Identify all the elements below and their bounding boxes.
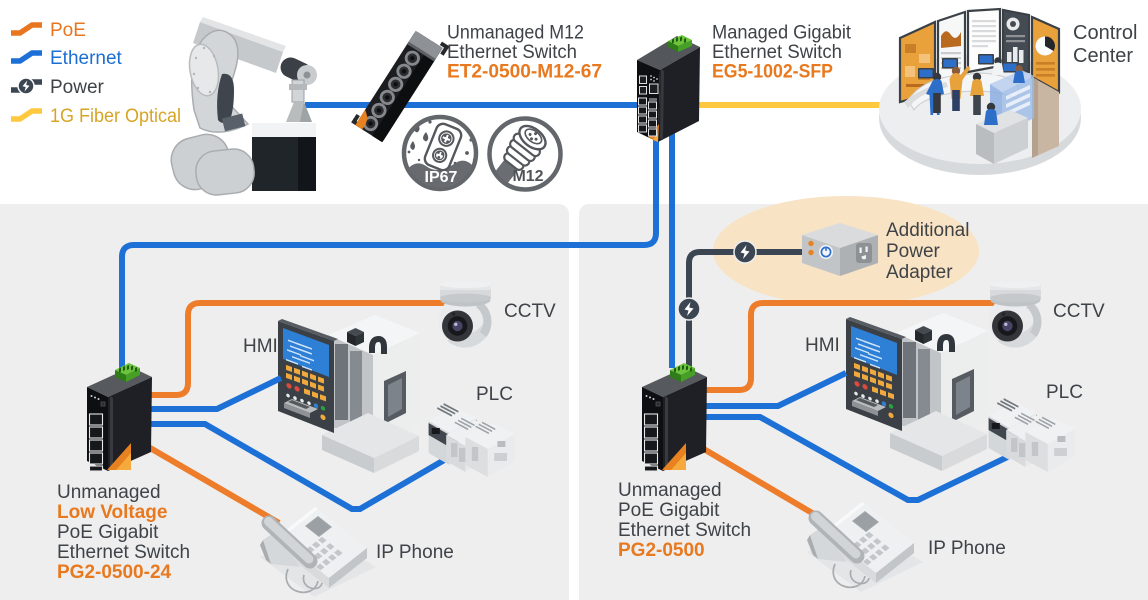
svg-text:PLC: PLC: [476, 384, 513, 405]
svg-text:IP Phone: IP Phone: [376, 542, 454, 563]
svg-text:Ethernet Switch: Ethernet Switch: [57, 542, 190, 563]
svg-text:Power: Power: [50, 77, 105, 98]
svg-text:Additional: Additional: [886, 220, 969, 241]
svg-text:PG2-0500: PG2-0500: [618, 540, 705, 561]
svg-text:Control: Control: [1073, 22, 1137, 44]
svg-text:IP67: IP67: [425, 169, 458, 186]
svg-text:Unmanaged M12: Unmanaged M12: [447, 23, 584, 44]
svg-text:PG2-0500-24: PG2-0500-24: [57, 562, 172, 583]
svg-text:Center: Center: [1073, 45, 1133, 67]
svg-text:PLC: PLC: [1046, 382, 1083, 403]
svg-text:PoE Gigabit: PoE Gigabit: [618, 500, 720, 521]
svg-text:CCTV: CCTV: [1053, 301, 1105, 322]
svg-text:Ethernet Switch: Ethernet Switch: [447, 42, 577, 63]
svg-text:HMI: HMI: [805, 335, 840, 356]
svg-text:PoE Gigabit: PoE Gigabit: [57, 522, 159, 543]
svg-text:PoE: PoE: [50, 20, 86, 41]
svg-text:EG5-1002-SFP: EG5-1002-SFP: [712, 62, 833, 83]
svg-text:Power: Power: [886, 241, 941, 262]
svg-text:1G Fiber Optical: 1G Fiber Optical: [50, 106, 181, 127]
svg-text:Managed Gigabit: Managed Gigabit: [712, 23, 852, 44]
svg-text:CCTV: CCTV: [504, 301, 556, 322]
svg-text:M12: M12: [512, 168, 543, 185]
svg-text:ET2-0500-M12-67: ET2-0500-M12-67: [447, 62, 602, 83]
svg-text:Ethernet: Ethernet: [50, 48, 123, 69]
svg-text:Low Voltage: Low Voltage: [57, 502, 167, 523]
svg-text:Unmanaged: Unmanaged: [618, 480, 722, 501]
svg-text:HMI: HMI: [243, 336, 278, 357]
svg-text:Unmanaged: Unmanaged: [57, 482, 161, 503]
svg-text:IP Phone: IP Phone: [928, 538, 1006, 559]
svg-text:Ethernet Switch: Ethernet Switch: [618, 520, 751, 541]
svg-text:Adapter: Adapter: [886, 262, 953, 283]
svg-text:Ethernet Switch: Ethernet Switch: [712, 42, 842, 63]
